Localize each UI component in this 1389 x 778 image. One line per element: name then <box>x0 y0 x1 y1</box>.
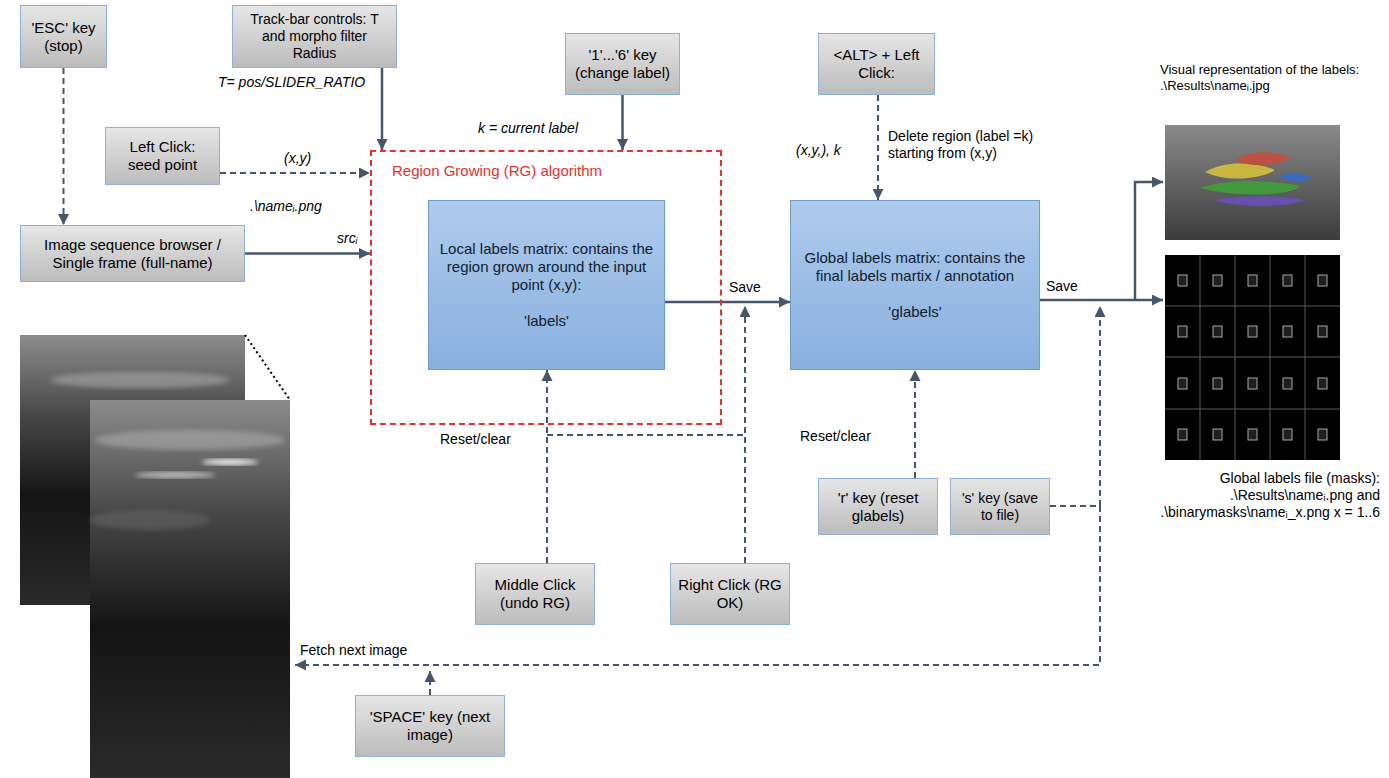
flow-arrow <box>381 68 384 150</box>
matrix-name: 'glabels' <box>888 303 941 321</box>
mouse-box: Left Click: seed point <box>105 127 220 185</box>
file-name: .\nameᵢ.png <box>250 198 322 215</box>
box-text: 's' key (save to file) <box>957 490 1043 524</box>
action-note: Reset/clear <box>800 428 871 445</box>
parameter-note: k = current label <box>478 120 578 137</box>
box-text: Image sequence browser / Single frame (f… <box>27 236 238 272</box>
mouse-box: Right Click (RG OK) <box>670 563 790 625</box>
matrix-box: Global labels matrix: contains the final… <box>790 200 1040 370</box>
box-text: '1'...'6' key (change label) <box>572 46 673 82</box>
rg-ok-line <box>744 306 746 563</box>
mouse-box: Middle Click (undo RG) <box>475 563 595 625</box>
key-box: 'SPACE' key (next image) <box>355 695 505 757</box>
output-caption: Visual representation of the labels: .\R… <box>1160 62 1375 93</box>
flow-arrow <box>621 95 624 150</box>
box-text: Middle Click (undo RG) <box>482 576 588 612</box>
key-box: '1'...'6' key (change label) <box>565 33 680 95</box>
flow-arrow <box>245 252 370 255</box>
input-box: Image sequence browser / Single frame (f… <box>20 225 245 282</box>
parameter-note: (x,y,), k <box>796 142 841 159</box>
box-text: 'SPACE' key (next image) <box>362 708 498 744</box>
matrix-name: 'labels' <box>524 312 569 330</box>
key-box: 's' key (save to file) <box>950 478 1050 535</box>
action-note: Fetch next image <box>300 642 407 659</box>
output-caption: Global labels file (masks): .\Results\na… <box>1140 470 1380 520</box>
ultrasound-frame <box>90 400 290 778</box>
mouse-box: <ALT> + Left Click: <box>818 33 935 95</box>
control-box: Track-bar controls: T and morpho filter … <box>232 5 397 68</box>
edge-label: Save <box>727 279 763 296</box>
dashed-arrow <box>546 370 548 563</box>
next-image-line <box>429 671 431 695</box>
edge-label: (x,y) <box>282 150 313 167</box>
dashed-arrow <box>220 172 370 174</box>
key-box: 'ESC' key (stop) <box>20 5 107 68</box>
action-note: Reset/clear <box>440 431 511 448</box>
box-text: Region Growing (RG) algorithm <box>392 162 602 180</box>
action-note: Save <box>1046 278 1078 295</box>
algorithm-region: Region Growing (RG) algorithmLocal label… <box>370 150 722 425</box>
box-text: Left Click: seed point <box>112 138 213 174</box>
reset-line <box>547 434 745 436</box>
zoom-line <box>245 335 290 400</box>
flow-arrow <box>665 301 790 304</box>
key-box: 'r' key (reset glabels) <box>818 478 938 535</box>
save-line <box>1135 182 1163 300</box>
matrix-box: Local labels matrix: contains the region… <box>428 200 665 370</box>
save-trigger-line <box>1050 306 1100 506</box>
dashed-arrow <box>914 370 916 478</box>
save-line <box>1040 299 1163 302</box>
box-text: 'ESC' key (stop) <box>27 19 100 55</box>
action-note: Delete region (label =k) starting from (… <box>888 128 1063 162</box>
dashed-arrow <box>63 68 65 225</box>
box-text: Local labels matrix: contains the region… <box>439 240 654 294</box>
binary-masks-image <box>1165 255 1340 460</box>
labels-visual-image <box>1165 125 1340 240</box>
box-text: Right Click (RG OK) <box>677 576 783 612</box>
box-text: 'r' key (reset glabels) <box>825 489 931 525</box>
box-text: Global labels matrix: contains the final… <box>801 249 1029 285</box>
parameter-note: T= pos/SLIDER_RATIO <box>218 74 365 91</box>
box-text: Track-bar controls: T and morpho filter … <box>239 11 390 61</box>
dashed-arrow <box>877 95 879 200</box>
edge-label: srcᵢ <box>335 230 359 247</box>
box-text: <ALT> + Left Click: <box>825 46 928 82</box>
